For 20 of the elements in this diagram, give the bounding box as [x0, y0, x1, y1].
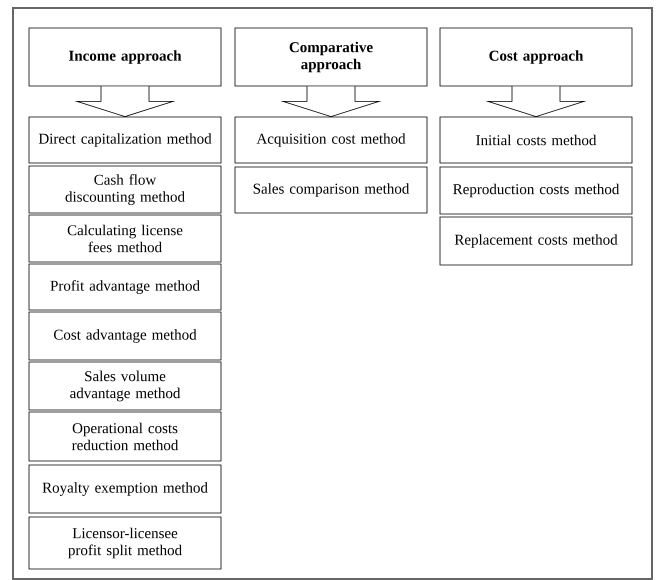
method-box: Sales comparison method	[234, 166, 428, 214]
heading-box: Comparative approach	[234, 28, 428, 86]
method-box: Calculating license fees method	[28, 214, 222, 262]
method-box: Acquisition cost method	[234, 116, 428, 164]
method-box: Direct capitalization method	[28, 116, 222, 164]
method-box: Cost advantage method	[28, 312, 222, 360]
heading-box: Cost approach	[440, 28, 632, 86]
method-box: Profit advantage method	[28, 264, 222, 310]
method-box: Sales volume advantage method	[28, 362, 222, 410]
method-box: Initial costs method	[440, 116, 632, 164]
method-box: Operational costs reduction method	[28, 412, 222, 462]
method-box: Replacement costs method	[440, 216, 632, 266]
block-arrow	[280, 86, 382, 118]
method-box: Licensor-licensee profit split method	[28, 516, 222, 570]
method-box: Reproduction costs method	[440, 166, 632, 214]
method-box: Cash flow discounting method	[28, 166, 222, 214]
block-arrow	[485, 86, 587, 118]
method-box: Royalty exemption method	[28, 464, 222, 514]
block-arrow	[74, 86, 176, 118]
heading-box: Income approach	[28, 28, 222, 86]
